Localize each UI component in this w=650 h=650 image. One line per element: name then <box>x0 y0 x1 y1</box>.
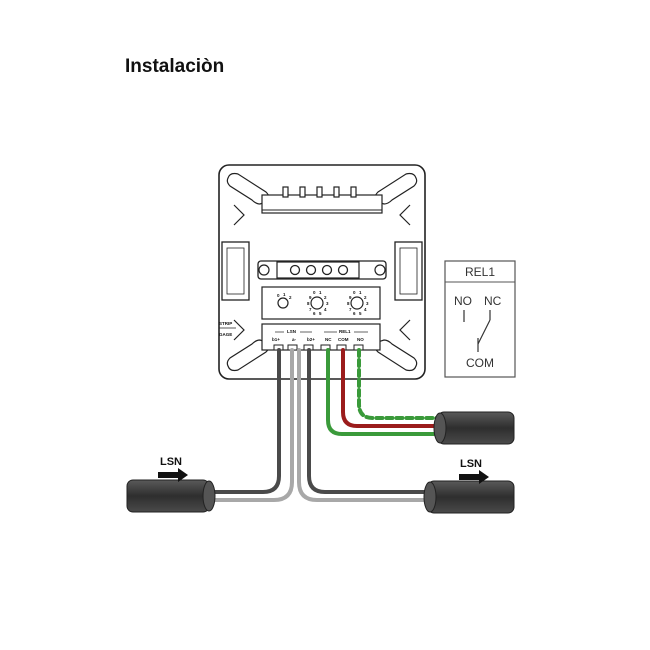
terminal-nc: NC <box>325 337 332 342</box>
svg-text:1: 1 <box>359 290 362 295</box>
cable-relay <box>433 411 515 445</box>
slot-bottom-right <box>374 339 418 372</box>
svg-text:7: 7 <box>309 307 312 312</box>
svg-text:7: 7 <box>349 307 352 312</box>
svg-text:1: 1 <box>319 290 322 295</box>
side-window-right <box>394 241 423 301</box>
address-dial-1[interactable]: 0 1 2 <box>277 292 292 309</box>
svg-text:6: 6 <box>353 311 356 316</box>
svg-text:0: 0 <box>313 290 316 295</box>
terminal-a: a- <box>292 337 297 342</box>
svg-text:5: 5 <box>319 311 322 316</box>
svg-text:8: 8 <box>307 301 310 306</box>
svg-text:5: 5 <box>359 311 362 316</box>
wire-nc <box>326 348 442 436</box>
wire-b2 <box>307 348 432 494</box>
page-title: Instalaciòn <box>125 56 225 77</box>
arrow-right-icon <box>158 468 188 482</box>
lsn-group-label: LSN <box>287 329 296 334</box>
cable-right-lsn <box>423 480 515 514</box>
svg-text:6: 6 <box>313 311 316 316</box>
side-window-left <box>221 241 250 301</box>
terminal-b1: b1+ <box>272 337 280 342</box>
dial-1-digit: 1 <box>283 292 286 297</box>
terminal-b2: b2+ <box>307 337 315 342</box>
dial-1-digit: 2 <box>289 295 292 300</box>
strip-label: STRIP <box>219 321 232 326</box>
relay-com-label: COM <box>466 356 494 370</box>
svg-text:4: 4 <box>324 307 327 312</box>
relay-schematic: REL1 NO NC COM <box>444 260 516 378</box>
relay-title: REL1 <box>465 265 495 279</box>
svg-text:4: 4 <box>364 307 367 312</box>
svg-text:2: 2 <box>364 295 367 300</box>
wire-com <box>341 348 442 428</box>
relay-nc-label: NC <box>484 294 502 308</box>
lsn-label-left: LSN <box>160 456 182 468</box>
gage-label: GAGE <box>219 332 232 337</box>
relay-no-label: NO <box>454 294 472 308</box>
wire-a-left <box>203 348 294 502</box>
wire-no <box>357 348 442 420</box>
svg-text:9: 9 <box>309 295 312 300</box>
wires <box>203 348 442 502</box>
lsn-arrow-right: LSN <box>459 458 489 484</box>
svg-text:3: 3 <box>366 301 369 306</box>
wire-b1 <box>203 348 281 494</box>
terminal-com: COM <box>338 337 349 342</box>
rel-group-label: REL1 <box>339 329 351 334</box>
lsn-label-right: LSN <box>460 458 482 470</box>
relay-switch <box>477 319 491 345</box>
svg-text:2: 2 <box>324 295 327 300</box>
svg-text:9: 9 <box>349 295 352 300</box>
cable-left <box>126 479 216 513</box>
lsn-arrow-left: LSN <box>158 456 188 482</box>
dial-1-digit: 0 <box>277 293 280 298</box>
svg-text:3: 3 <box>326 301 329 306</box>
svg-text:8: 8 <box>347 301 350 306</box>
terminal-no: NO <box>357 337 364 342</box>
arrow-right-icon <box>459 470 489 484</box>
svg-text:0: 0 <box>353 290 356 295</box>
wire-a-right <box>297 348 432 502</box>
